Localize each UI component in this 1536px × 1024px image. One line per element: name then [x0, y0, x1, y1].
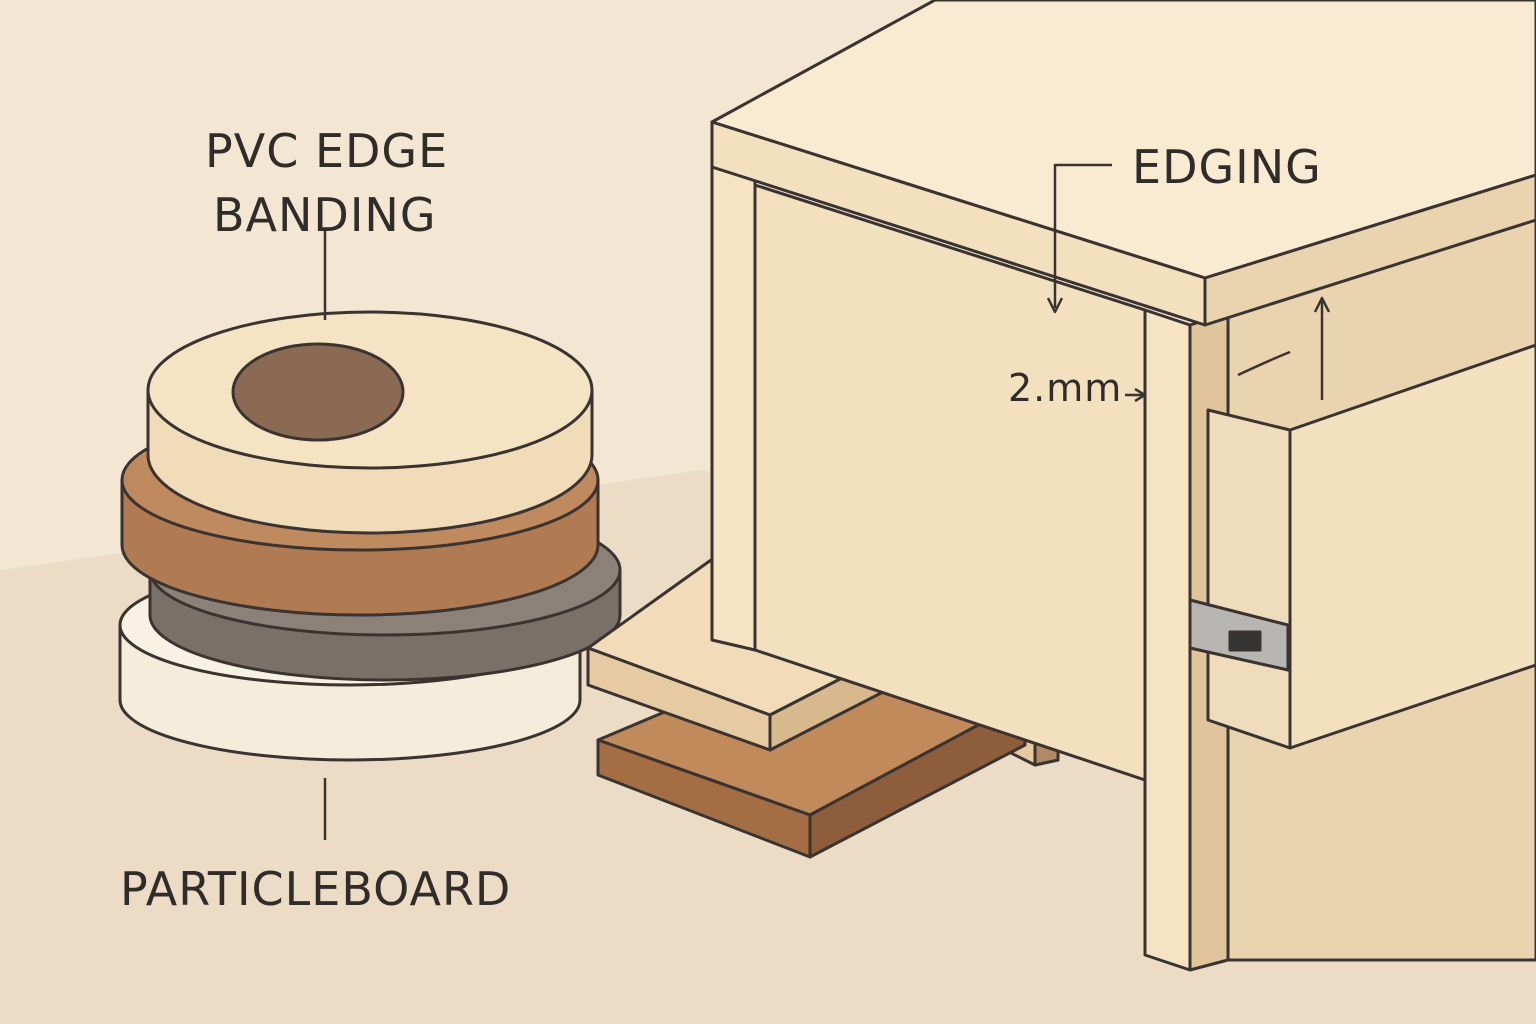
- pvc-edge-banding-label-line2: BANDING: [213, 188, 437, 242]
- drawer-front: [1288, 343, 1536, 750]
- slide-clip: [1228, 630, 1262, 652]
- cabinet: [710, 0, 1536, 972]
- roll-cream: [146, 310, 594, 535]
- drawer-side: [1206, 408, 1292, 750]
- thickness-label: 2.mm: [1008, 366, 1123, 410]
- edging-label: EDGING: [1132, 140, 1322, 194]
- roll-hole: [231, 342, 405, 442]
- leader-lines: [323, 163, 1331, 840]
- particleboard-label: PARTICLEBOARD: [120, 862, 512, 916]
- pvc-edge-banding-label-line1: PVC EDGE: [205, 124, 449, 178]
